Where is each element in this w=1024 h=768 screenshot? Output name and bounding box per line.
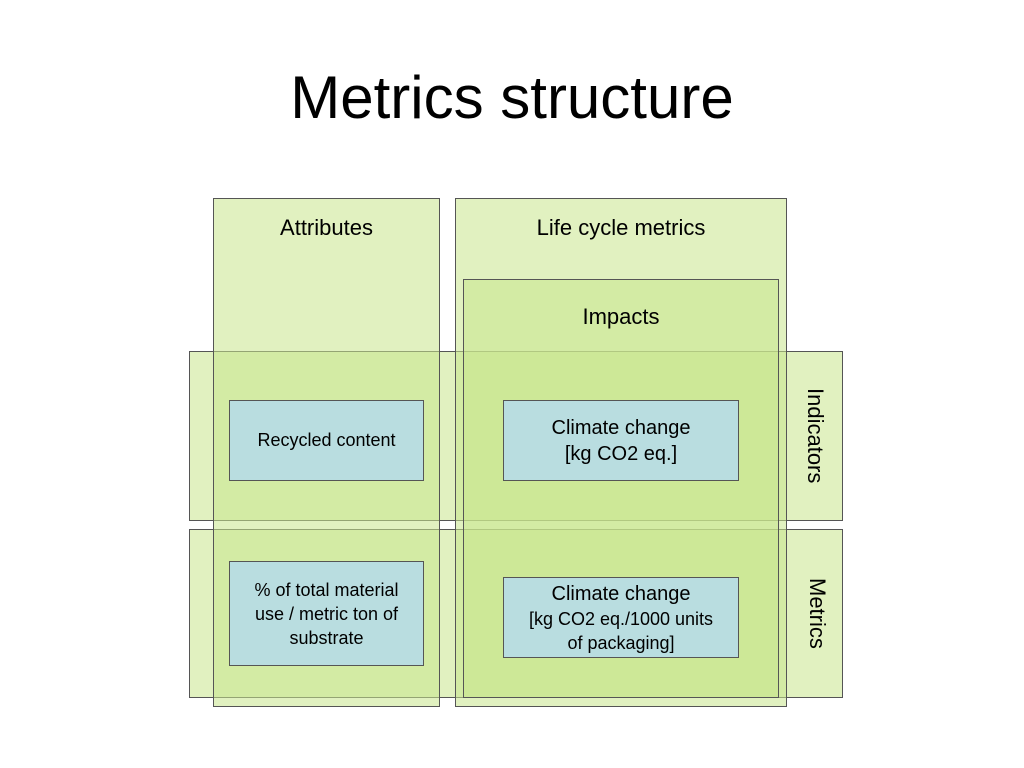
climate-change-metric-line-3: of packaging] xyxy=(567,632,675,653)
recycled-content-box: Recycled content xyxy=(229,400,424,481)
indicators-label: Indicators xyxy=(803,388,828,484)
climate-change-metric-box: Climate change [kg CO2 eq./1000 units of… xyxy=(503,577,739,658)
material-use-line-1: % of total material xyxy=(254,579,399,600)
life-cycle-metrics-label: Life cycle metrics xyxy=(536,215,706,240)
recycled-content-text: Recycled content xyxy=(257,430,396,450)
attributes-label: Attributes xyxy=(280,215,373,240)
material-use-line-3: substrate xyxy=(289,627,364,648)
material-use-metric-box: % of total material use / metric ton of … xyxy=(229,561,424,666)
material-use-line-2: use / metric ton of xyxy=(254,603,399,624)
climate-change-indicator-line-1: Climate change xyxy=(551,416,691,439)
impacts-label: Impacts xyxy=(582,304,660,329)
slide-title: Metrics structure xyxy=(290,64,734,131)
climate-change-indicator-box: Climate change [kg CO2 eq.] xyxy=(503,400,739,481)
climate-change-indicator-line-2: [kg CO2 eq.] xyxy=(564,442,678,465)
metrics-label: Metrics xyxy=(805,578,830,649)
climate-change-metric-line-1: Climate change xyxy=(551,582,691,605)
climate-change-metric-line-2: [kg CO2 eq./1000 units xyxy=(528,608,714,629)
